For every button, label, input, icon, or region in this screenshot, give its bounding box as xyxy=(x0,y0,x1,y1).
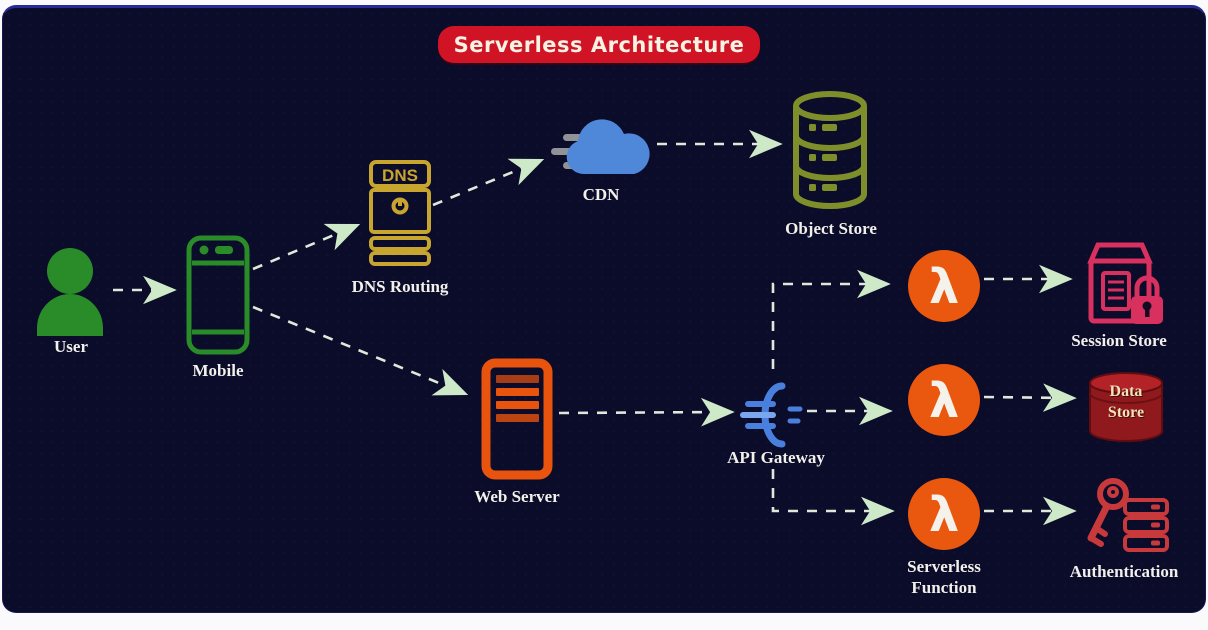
arrow-webserver-gateway xyxy=(558,397,735,427)
lambda-icon: λ xyxy=(908,364,980,436)
session-store-label: Session Store xyxy=(1071,331,1167,350)
diagram-panel: Serverless Architecture User Mobile xyxy=(2,5,1206,613)
object-store-node xyxy=(789,90,871,212)
arrow-gateway-lambda-bottom xyxy=(771,469,895,526)
arrow-lambda-datastore xyxy=(983,383,1077,412)
arrow-gateway-lambda-top xyxy=(771,269,891,369)
user-label: User xyxy=(54,337,88,356)
web-server-icon xyxy=(481,358,553,480)
lambda-top-node: λ xyxy=(906,248,982,324)
lambda-bottom-node: λ xyxy=(906,476,982,552)
object-store-label: Object Store xyxy=(785,219,877,238)
lambda-icon: λ xyxy=(908,250,980,322)
cdn-label: CDN xyxy=(582,185,620,204)
data-store-label-line1: Data xyxy=(1109,383,1143,400)
mobile-label: Mobile xyxy=(192,361,244,380)
object-store-icon xyxy=(793,91,867,209)
web-server-label: Web Server xyxy=(474,487,560,506)
session-store-node xyxy=(1079,240,1173,330)
arrow-mobile-webserver xyxy=(252,305,469,396)
data-store-label: Data Store xyxy=(1085,382,1167,424)
session-store-icon xyxy=(1087,242,1163,324)
authentication-key-icon xyxy=(1087,478,1169,552)
api-gateway-node xyxy=(739,378,809,452)
cdn-cloud-icon xyxy=(551,119,650,175)
lambda-symbol: λ xyxy=(929,373,959,429)
connector-arrows xyxy=(113,129,1077,526)
dns-routing-node: DNS xyxy=(368,160,432,266)
arrow-mobile-dns xyxy=(252,223,361,271)
mobile-icon xyxy=(186,235,250,355)
data-store-node xyxy=(1085,370,1167,444)
web-server-node xyxy=(481,358,553,480)
authentication-node xyxy=(1083,476,1171,556)
authentication-label: Authentication xyxy=(1069,562,1179,581)
data-store-icon xyxy=(1089,372,1163,442)
lambda-middle-node: λ xyxy=(906,362,982,438)
serverless-function-label-line1: Serverless xyxy=(907,557,981,576)
user-icon xyxy=(37,248,103,336)
mobile-node xyxy=(186,235,250,355)
data-store-label-line2: Store xyxy=(1107,403,1145,421)
api-gateway-icon xyxy=(740,382,803,448)
diagram-title: Serverless Architecture xyxy=(438,26,760,63)
lambda-symbol: λ xyxy=(929,487,959,543)
cdn-node xyxy=(549,108,655,186)
serverless-function-label: Serverless Function xyxy=(887,556,1001,599)
serverless-function-label-line2: Function xyxy=(911,578,977,598)
lambda-symbol: λ xyxy=(929,259,959,315)
user-node xyxy=(33,244,111,340)
dns-icon-text: DNS xyxy=(382,166,418,185)
api-gateway-label: API Gateway xyxy=(727,448,825,467)
dns-routing-label: DNS Routing xyxy=(351,277,449,296)
dns-server-icon: DNS xyxy=(369,160,431,266)
arrow-dns-cdn xyxy=(432,158,545,207)
lambda-icon: λ xyxy=(908,478,980,550)
